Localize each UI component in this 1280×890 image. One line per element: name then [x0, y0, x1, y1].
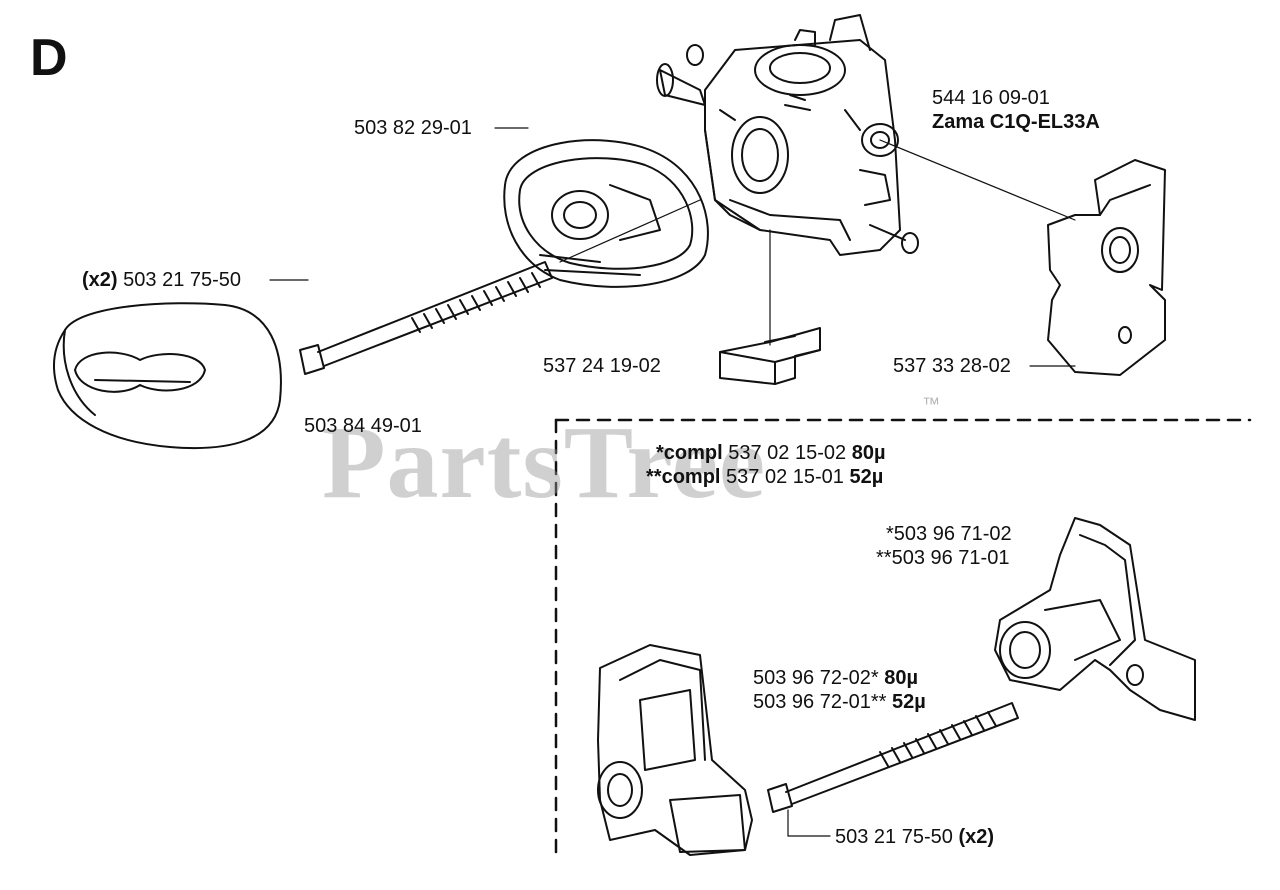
screen-80-size: 80µ [884, 667, 919, 689]
filter-cover-drawing [994, 517, 1196, 721]
label-spacer: (x2) 503 21 75-50 [82, 268, 241, 292]
label-carburetor-part: 544 16 09-01 [932, 87, 1050, 109]
leader-lines [269, 127, 1076, 837]
label-plate: 537 33 28-02 [893, 355, 1011, 377]
gasket-drawing [503, 139, 709, 288]
watermark-brand: PartsTree [322, 405, 767, 520]
label-screen-80: 503 96 72-02* 80µ [753, 666, 918, 690]
bolt-lower-drawing [767, 702, 1019, 813]
screen-52-part: 503 96 72-01** [753, 691, 887, 713]
label-block: 537 24 19-02 [543, 355, 661, 377]
spacer-qty: (x2) [82, 269, 118, 291]
label-kit-80: *compl 537 02 15-02 80µ [656, 441, 885, 465]
kit-52-prefix: **compl [646, 466, 721, 488]
section-letter: D [30, 29, 68, 87]
spacer-lower-qty: (x2) [958, 826, 995, 848]
spacer-lower-part: 503 21 75-50 [835, 826, 953, 848]
label-gasket: 503 82 29-01 [354, 117, 472, 139]
plate-drawing [1047, 159, 1166, 376]
screen-housing-drawing [597, 644, 753, 856]
label-spacer-lower: 503 21 75-50 (x2) [835, 825, 994, 849]
block-drawing [719, 327, 821, 385]
label-kit-52: **compl 537 02 15-01 52µ [646, 465, 883, 489]
screen-52-size: 52µ [892, 691, 926, 713]
label-filter-80: *503 96 71-02 [886, 523, 1012, 545]
dashed-separator [554, 418, 1252, 862]
watermark-tm: ™ [922, 394, 940, 414]
label-screen-52: 503 96 72-01** 52µ [753, 690, 926, 714]
screen-80-part: 503 96 72-02* [753, 667, 879, 689]
label-carburetor-model: Zama C1Q-EL33A [932, 111, 1100, 133]
kit-80-size: 80µ [851, 442, 886, 464]
kit-52-size: 52µ [849, 466, 884, 488]
kit-80-prefix: *compl [656, 442, 723, 464]
label-bolt: 503 84 49-01 [304, 415, 422, 437]
spacer-part: 503 21 75-50 [123, 269, 242, 291]
kit-80-part: 537 02 15-02 [728, 442, 847, 464]
kit-52-part: 537 02 15-01 [726, 466, 844, 488]
carburetor-drawing [656, 14, 919, 256]
label-filter-52: **503 96 71-01 [876, 547, 1010, 569]
bolt-upper-drawing [299, 261, 553, 375]
air-filter-drawing [53, 302, 282, 450]
